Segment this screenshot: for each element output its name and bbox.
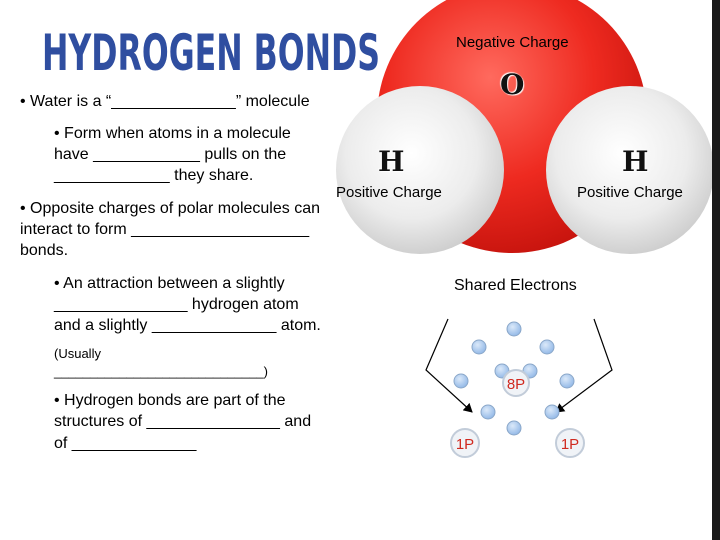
note-structures-line1: • Hydrogen bonds are part of the (54, 392, 286, 409)
slide-edge-bar (712, 0, 720, 540)
positive-charge-label-left: Positive Charge (336, 184, 442, 201)
hydrogen-nucleus-left (450, 428, 480, 458)
page-title: HYDROGEN BONDS (42, 24, 380, 76)
electrons (453, 321, 575, 436)
oxygen-nucleus-label: 8P (507, 376, 525, 393)
note-attraction-line1: • An attraction between a slightly (54, 275, 285, 292)
oxygen-letter: O (500, 68, 525, 101)
note-form-line3: _____________ they share. (54, 167, 254, 184)
negative-charge-label: Negative Charge (456, 34, 569, 51)
oxygen-nucleus (502, 369, 530, 397)
note-form-line1: • Form when atoms in a molecule (54, 125, 291, 142)
shared-electrons-label: Shared Electrons (454, 277, 577, 294)
electron (471, 339, 487, 355)
arrow-left (425, 318, 473, 413)
note-structures-line3: of ______________ (54, 435, 197, 452)
note-structures-line2: structures of _______________ and (54, 413, 312, 430)
hydrogen-nucleus-right (555, 428, 585, 458)
electron-sharing-diagram: 8P 1P 1P (425, 318, 613, 458)
note-usually-line2: _____________________________) (54, 364, 268, 379)
note-opposite-line2: interact to form ____________________ (20, 221, 310, 238)
hydrogen-atom-left (336, 86, 504, 254)
electron (480, 404, 496, 420)
electron (453, 373, 469, 389)
positive-charge-label-right: Positive Charge (577, 184, 683, 201)
hydrogen-letter-left: H (378, 145, 405, 178)
note-attraction-line2: _______________ hydrogen atom (54, 296, 299, 313)
arrow-right (555, 318, 613, 413)
hydrogen-nucleus-left-label: 1P (456, 436, 474, 453)
hydrogen-atom-right (546, 86, 714, 254)
note-attraction-line3: and a slightly ______________ atom. (54, 317, 321, 334)
water-molecule-illustration (336, 0, 714, 254)
hydrogen-letter-right: H (622, 145, 649, 178)
note-usually-line1: (Usually (54, 346, 101, 361)
note-opposite-line1: • Opposite charges of polar molecules ca… (20, 200, 320, 217)
electron (539, 339, 555, 355)
electron (506, 321, 522, 337)
electron (544, 404, 560, 420)
note-form-line2: have ____________ pulls on the (54, 146, 287, 163)
electron (506, 420, 522, 436)
note-water-polar: • Water is a “______________” molecule (20, 93, 310, 110)
title-graphic: HYDROGEN BONDS (41, 24, 380, 76)
hydrogen-nucleus-right-label: 1P (561, 436, 579, 453)
note-opposite-line3: bonds. (20, 242, 69, 259)
electron (559, 373, 575, 389)
